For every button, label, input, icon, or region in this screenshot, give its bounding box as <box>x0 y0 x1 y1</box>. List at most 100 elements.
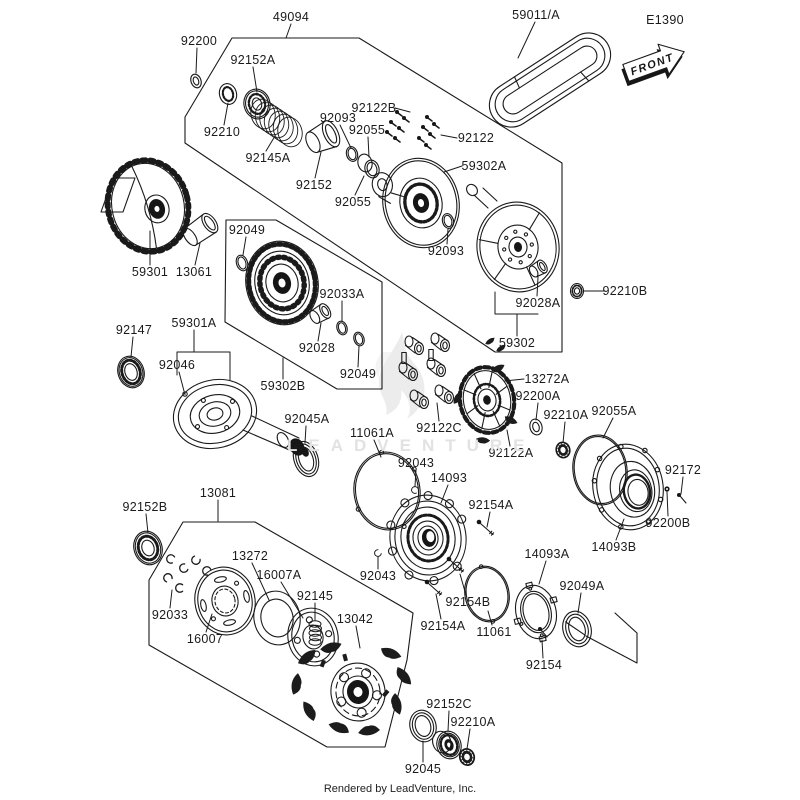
front-arrow: FRONT <box>621 43 685 87</box>
part-label-92043: 92043 <box>397 456 435 470</box>
shaft-stub-59302 <box>466 183 498 209</box>
part-label-59302A: 59302A <box>461 159 507 173</box>
part-label-92154A-2: 92154A <box>420 619 466 633</box>
fixed-sheave-gear-59301 <box>104 157 192 255</box>
part-label-92093: 92093 <box>319 111 357 125</box>
part-label-59302B: 59302B <box>260 379 306 393</box>
part-label-92055: 92055 <box>348 123 386 137</box>
part-label-92152A: 92152A <box>230 53 276 67</box>
orings-92055-top <box>357 153 380 179</box>
bearing-92147 <box>117 355 145 389</box>
screw-set-92122 <box>416 114 440 150</box>
screw-92154 <box>538 627 548 638</box>
nut-92210A-upper <box>555 441 571 459</box>
part-label-14093: 14093 <box>430 471 468 485</box>
guide-disc-16007 <box>194 566 256 636</box>
bearing-92152C <box>431 730 462 760</box>
part-label-13042: 13042 <box>336 612 374 626</box>
part-label-92154A: 92154A <box>468 498 514 512</box>
part-label-92049: 92049 <box>228 223 266 237</box>
part-label-92200A: 92200A <box>515 389 561 403</box>
oring-92093-top <box>345 146 359 162</box>
spring-92145 <box>308 620 322 646</box>
part-label-13081: 13081 <box>199 486 237 500</box>
bearing-92152B <box>133 530 163 566</box>
part-label-59301: 59301 <box>131 265 169 279</box>
drive-belt <box>488 32 612 128</box>
part-label-92154: 92154 <box>525 658 563 672</box>
leader-lines <box>130 21 684 763</box>
oring-92049-upper <box>235 254 249 272</box>
bolt-92154A-lower <box>424 579 443 596</box>
part-label-92043-2: 92043 <box>359 569 397 583</box>
collar-92152 <box>305 120 341 154</box>
part-label-92122C: 92122C <box>416 421 462 435</box>
bushing-92028 <box>309 303 332 324</box>
oring-92033A <box>336 320 348 336</box>
part-label-92028A: 92028A <box>515 296 561 310</box>
part-label-92033: 92033 <box>151 608 189 622</box>
part-label-92200B: 92200B <box>645 516 691 530</box>
part-label-59011A: 59011/A <box>512 8 560 22</box>
fan-rotor-13272A <box>457 365 517 435</box>
part-label-13272: 13272 <box>231 549 269 563</box>
oring-92093-mid <box>441 213 455 229</box>
ref-code-E1390: E1390 <box>646 13 684 27</box>
part-label-92145: 92145 <box>296 589 334 603</box>
part-label-92055-2: 92055 <box>334 195 372 209</box>
part-label-13272A: 13272A <box>524 372 570 386</box>
part-label-92055A: 92055A <box>591 404 637 418</box>
leadventure-watermark: LEADVENTURE <box>287 436 536 455</box>
disc-16007A <box>287 607 339 667</box>
bolt-92154A-upper <box>476 519 495 536</box>
part-label-92045A: 92045A <box>284 412 330 426</box>
part-label-92028: 92028 <box>298 341 336 355</box>
part-label-16007: 16007 <box>186 632 224 646</box>
oring-92049-lower <box>353 331 365 347</box>
gasket-11061 <box>464 564 510 624</box>
nut-92210A-lower <box>458 748 476 766</box>
driven-sheave-59302 <box>476 201 560 293</box>
ring-92210 <box>218 83 238 105</box>
part-label-92033A: 92033A <box>319 287 365 301</box>
gasket-11061A <box>353 449 421 531</box>
group-outline-boxes <box>100 37 638 748</box>
washer-13272 <box>253 590 301 646</box>
nut-92210B <box>569 282 585 300</box>
seal-92049A <box>562 610 592 648</box>
pin-92043-lower <box>372 548 383 559</box>
part-label-92049A: 92049A <box>559 579 605 593</box>
cover-housing-14093 <box>386 491 467 586</box>
shoe-assembly-13042 <box>288 639 415 738</box>
part-label-92145A: 92145A <box>245 151 291 165</box>
bushing-92028A <box>528 259 548 278</box>
washer-92200A <box>529 418 543 436</box>
part-label-92122A: 92122A <box>488 446 534 460</box>
part-label-11061A: 11061A <box>350 426 394 440</box>
part-label-14093A: 14093A <box>524 547 570 561</box>
movable-sheave-59302A <box>371 157 460 249</box>
washer-92200B <box>664 486 670 492</box>
part-label-92093-2: 92093 <box>427 244 465 258</box>
part-label-49094: 49094 <box>272 10 310 24</box>
washer-92200 <box>190 73 202 89</box>
part-label-92210A: 92210A <box>543 408 589 422</box>
oring-92055A <box>572 434 628 506</box>
clutch-drum <box>245 240 319 326</box>
part-label-11061: 11061 <box>476 625 512 639</box>
part-label-59301A: 59301A <box>171 316 217 330</box>
spring-92145A <box>250 98 303 148</box>
part-label-16007A: 16007A <box>256 568 302 582</box>
part-label-92200: 92200 <box>180 34 218 48</box>
part-label-14093B: 14093B <box>591 540 637 554</box>
watermark-flame-icon <box>375 332 425 419</box>
render-credit: Rendered by LeadVenture, Inc. <box>323 783 477 795</box>
part-label-92172: 92172 <box>664 463 702 477</box>
part-label-13061: 13061 <box>175 265 213 279</box>
part-label-92152: 92152 <box>295 178 333 192</box>
part-label-92152B: 92152B <box>122 500 168 514</box>
part-label-92049-2: 92049 <box>339 367 377 381</box>
cover-14093A <box>513 581 558 643</box>
seal-92045 <box>409 709 437 743</box>
